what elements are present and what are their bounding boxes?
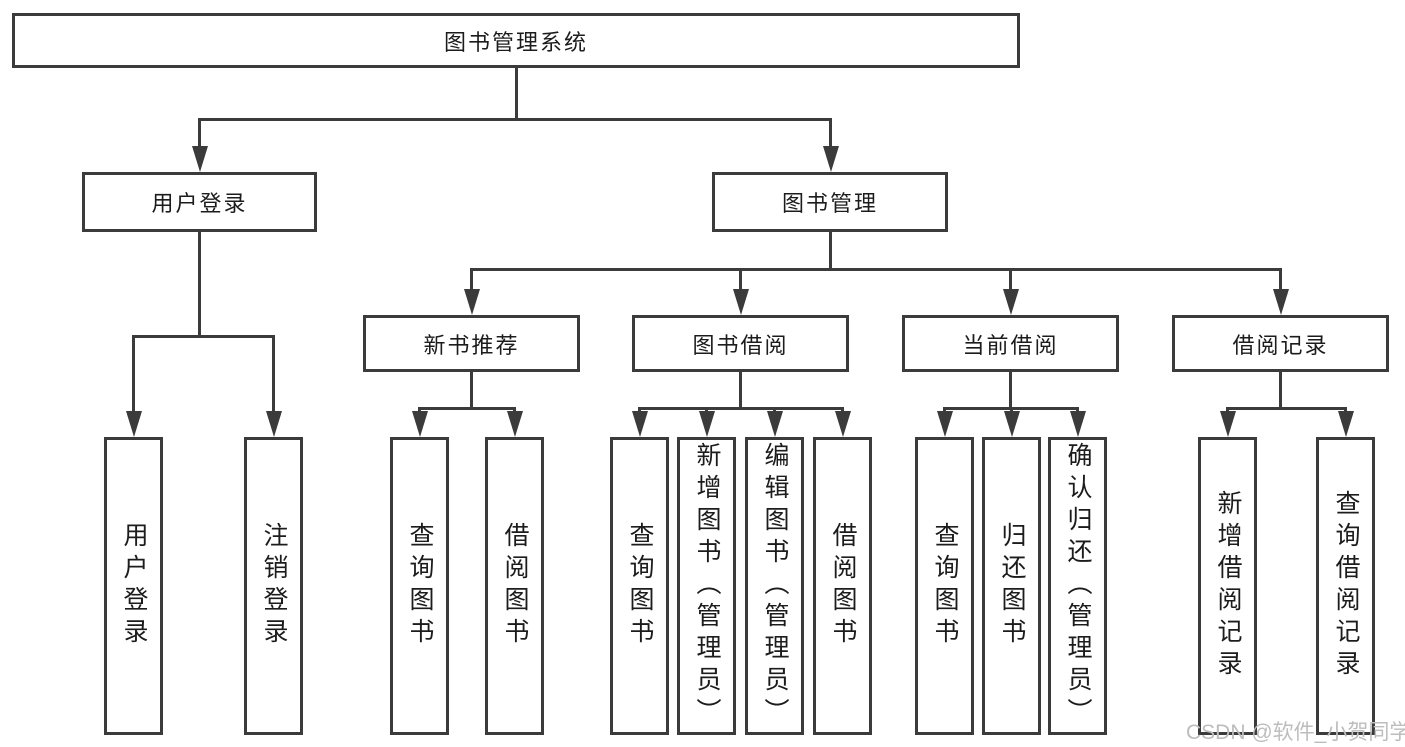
arrow-down-icon [834,411,851,437]
node-leaf-logout-label: 注销登录 [260,522,288,650]
csdn-watermark: CSDN @软件_小贺同学 [1186,721,1405,744]
node-book-management: 图书管理 [712,172,948,232]
node-br-add-record: 新增借阅记录 [1198,437,1257,735]
connector-line [829,232,832,268]
node-bb-edit-book-label: 编辑图书（管理员） [761,442,789,730]
node-new-book-recommend-label: 新书推荐 [423,332,520,358]
node-bb-query-book-label: 查询图书 [626,522,654,650]
node-cb-confirm-return-label: 确认归还（管理员） [1064,442,1092,730]
connector-line [132,335,135,413]
node-current-borrow: 当前借阅 [902,315,1119,372]
arrow-down-icon [1002,289,1019,315]
arrow-down-icon [732,289,749,315]
arrow-down-icon [822,146,839,172]
connector-line [132,335,275,338]
node-book-management-label: 图书管理 [781,191,878,216]
node-nb-borrow-book-label: 借阅图书 [501,522,529,650]
connector-line [198,118,832,121]
node-user-login: 用户登录 [82,172,317,232]
node-bb-edit-book: 编辑图书（管理员） [745,437,804,735]
connector-line [1279,372,1282,407]
arrow-down-icon [1003,411,1020,437]
node-leaf-user-login-label: 用户登录 [120,522,148,650]
connector-line [943,407,1079,410]
node-root-label: 图书管理系统 [443,29,588,55]
arrow-down-icon [698,411,715,437]
connector-line [515,68,518,118]
connector-line [638,407,844,410]
node-cb-query-book: 查询图书 [915,437,974,735]
node-cb-return-book: 归还图书 [982,437,1041,735]
connector-line [198,232,201,335]
node-root: 图书管理系统 [12,13,1020,68]
node-borrow-record: 借阅记录 [1172,315,1389,372]
connector-line [418,407,516,410]
arrow-down-icon [506,411,523,437]
arrow-down-icon [463,289,480,315]
arrow-down-icon [631,411,648,437]
arrow-down-icon [1069,411,1086,437]
connector-line [739,268,742,292]
node-nb-borrow-book: 借阅图书 [485,437,544,735]
node-user-login-label: 用户登录 [151,191,248,216]
node-bb-query-book: 查询图书 [610,437,669,735]
connector-line [829,118,832,148]
arrow-down-icon [191,146,208,172]
connector-line [1009,372,1012,407]
arrow-down-icon [265,411,282,437]
node-cb-confirm-return: 确认归还（管理员） [1048,437,1107,735]
connector-line [272,335,275,413]
node-current-borrow-label: 当前借阅 [962,332,1059,358]
connector-line [198,118,201,148]
arrow-down-icon [766,411,783,437]
connector-line [1279,268,1282,292]
node-br-add-record-label: 新增借阅记录 [1214,490,1242,682]
arrow-down-icon [411,411,428,437]
node-br-query-record-label: 查询借阅记录 [1332,490,1360,682]
node-bb-add-book-label: 新增图书（管理员） [693,442,721,730]
connector-line [470,268,473,292]
node-nb-query-book: 查询图书 [390,437,449,735]
arrow-down-icon [1337,411,1354,437]
arrow-down-icon [1219,411,1236,437]
node-book-borrow: 图书借阅 [632,315,849,372]
node-cb-return-book-label: 归还图书 [998,522,1026,650]
arrow-down-icon [936,411,953,437]
connector-line [470,268,1282,271]
node-bb-borrow-book-label: 借阅图书 [829,522,857,650]
node-cb-query-book-label: 查询图书 [931,522,959,650]
node-bb-add-book: 新增图书（管理员） [677,437,736,735]
connector-line [1009,268,1012,292]
connector-line [739,372,742,407]
node-br-query-record: 查询借阅记录 [1316,437,1375,735]
node-bb-borrow-book: 借阅图书 [813,437,872,735]
node-leaf-logout: 注销登录 [244,437,303,735]
connector-line [470,372,473,407]
arrow-down-icon [1272,289,1289,315]
arrow-down-icon [125,411,142,437]
connector-line [1226,407,1347,410]
node-new-book-recommend: 新书推荐 [363,315,580,372]
node-nb-query-book-label: 查询图书 [406,522,434,650]
node-leaf-user-login: 用户登录 [104,437,163,735]
node-book-borrow-label: 图书借阅 [692,332,789,358]
node-borrow-record-label: 借阅记录 [1232,332,1329,358]
